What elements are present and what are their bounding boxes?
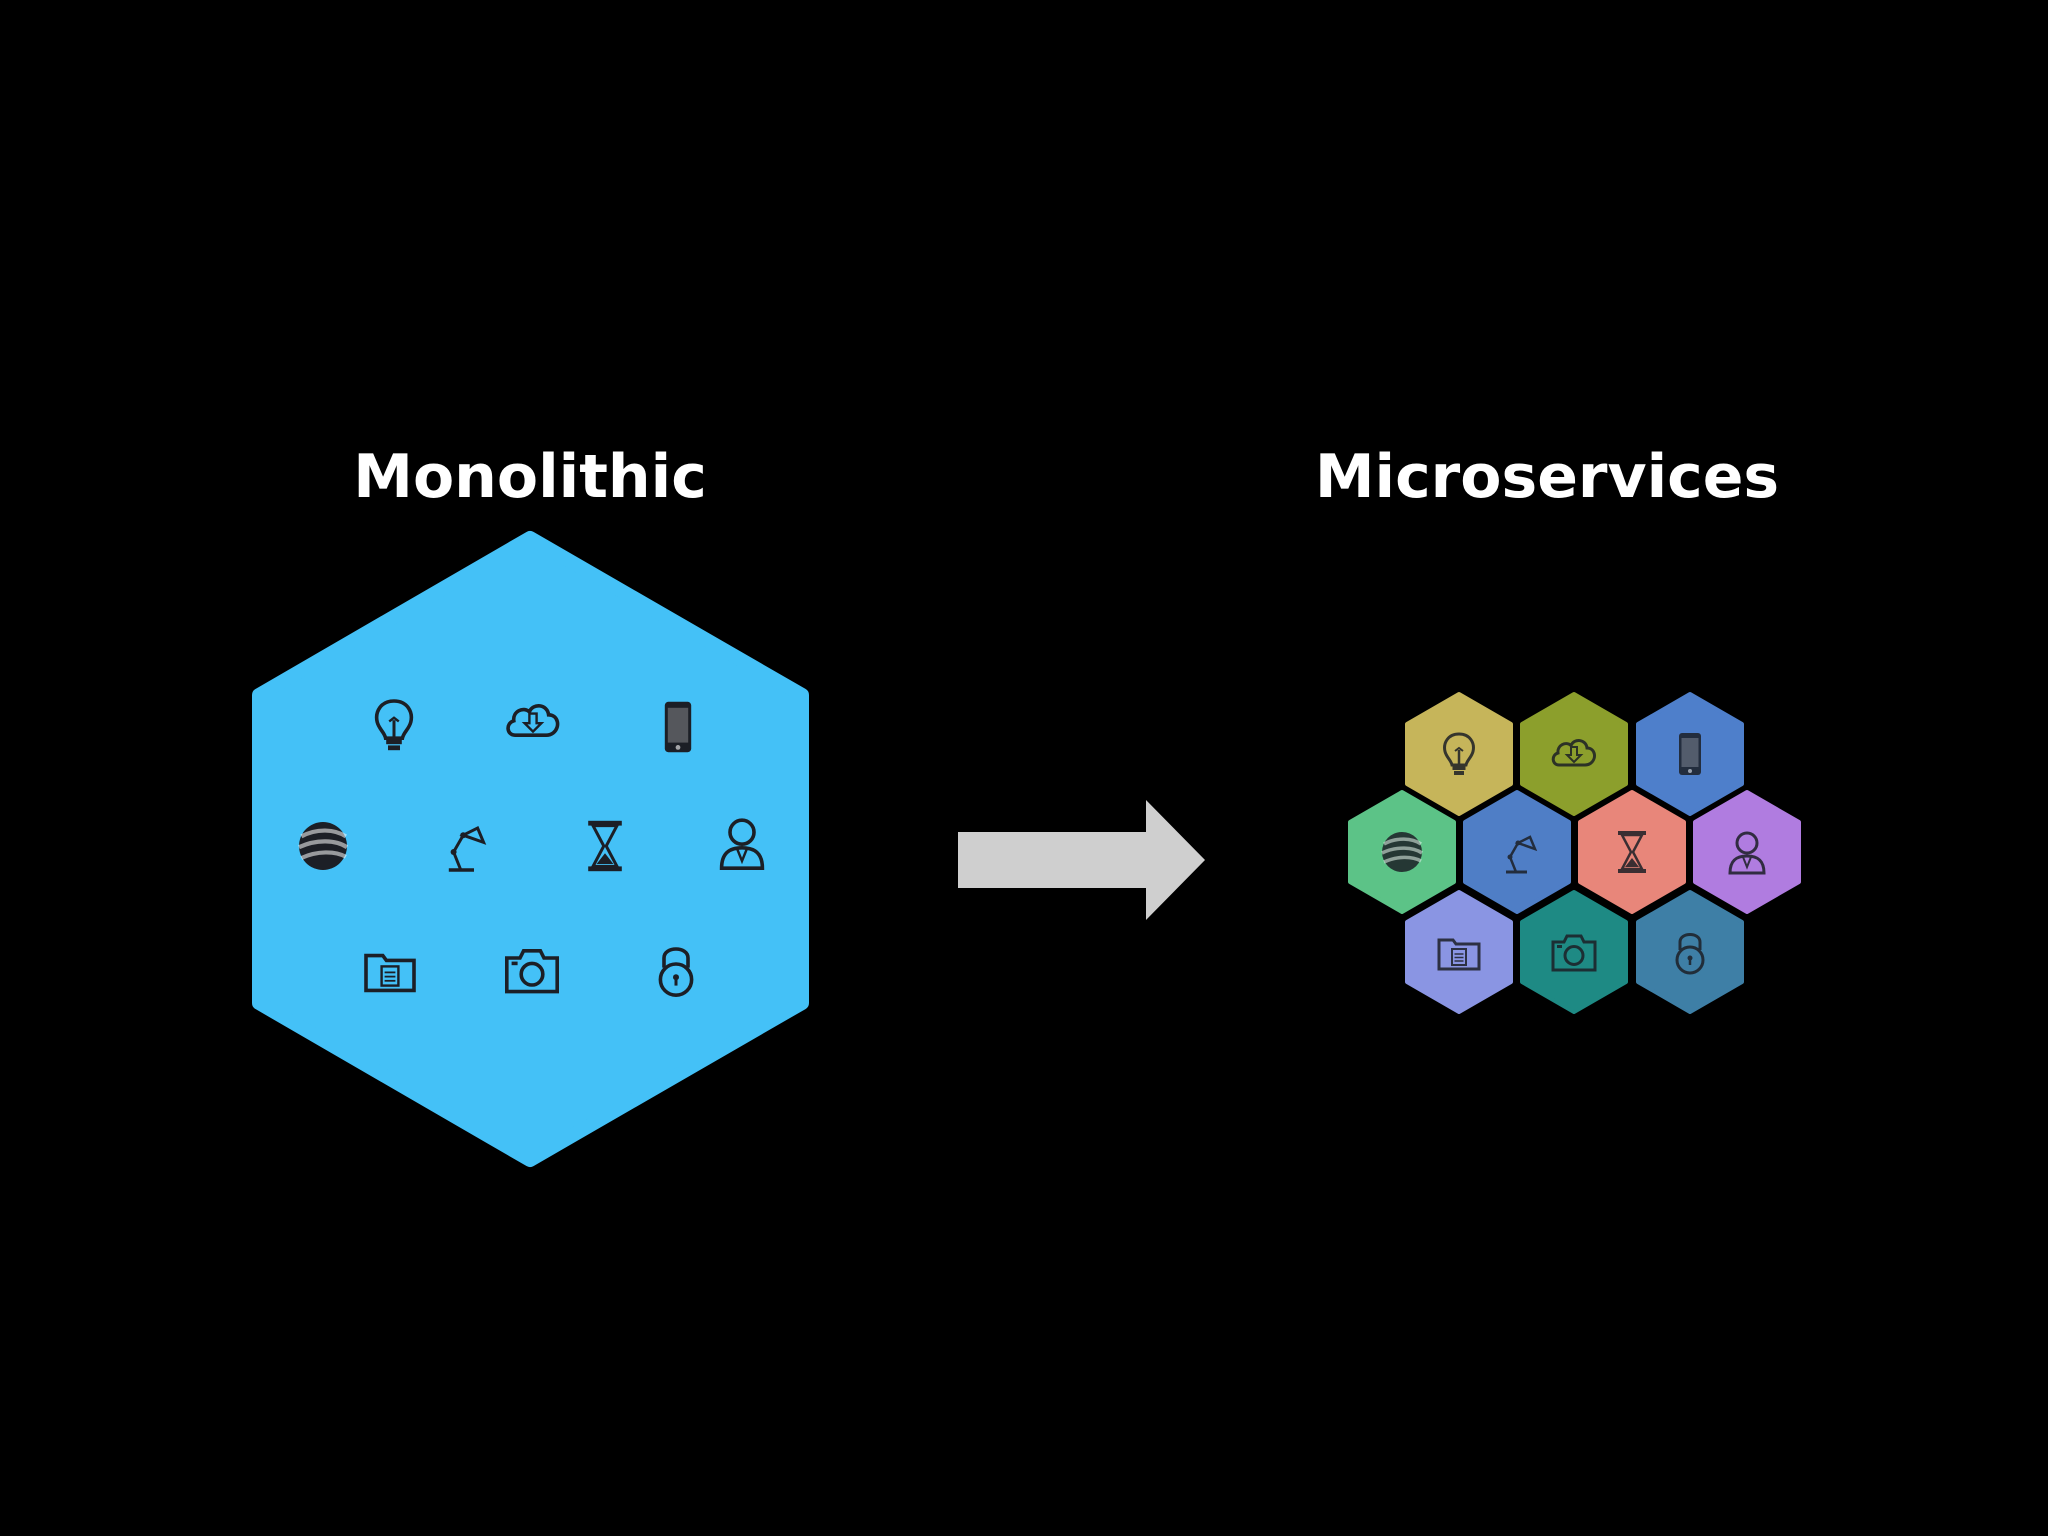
smartphone-icon: [1679, 733, 1701, 775]
monolithic-block: [252, 531, 809, 1167]
service-hex: [1348, 790, 1456, 914]
globe-icon: [1380, 830, 1424, 874]
service-hex: [1520, 890, 1628, 1014]
smartphone-icon: [664, 701, 692, 753]
microservices-title: Microservices: [1315, 442, 1779, 512]
service-hex: [1405, 692, 1513, 816]
globe-icon: [299, 822, 347, 870]
service-hex: [1405, 890, 1513, 1014]
service-hex: [1463, 790, 1571, 914]
microservices-cluster: [1348, 692, 1801, 1014]
transition-arrow: [958, 800, 1205, 920]
service-hex: [1636, 890, 1744, 1014]
service-hexagon: [1520, 890, 1628, 1014]
monolithic-hexagon: [252, 531, 809, 1167]
service-hex: [1520, 692, 1628, 816]
service-hex: [1636, 692, 1744, 816]
service-hexagon: [1463, 790, 1571, 914]
service-hexagon: [1636, 890, 1744, 1014]
service-hexagon: [1520, 692, 1628, 816]
service-hexagon: [1405, 890, 1513, 1014]
service-hex: [1578, 790, 1686, 914]
monolithic-title: Monolithic: [353, 442, 707, 512]
service-hex: [1693, 790, 1801, 914]
